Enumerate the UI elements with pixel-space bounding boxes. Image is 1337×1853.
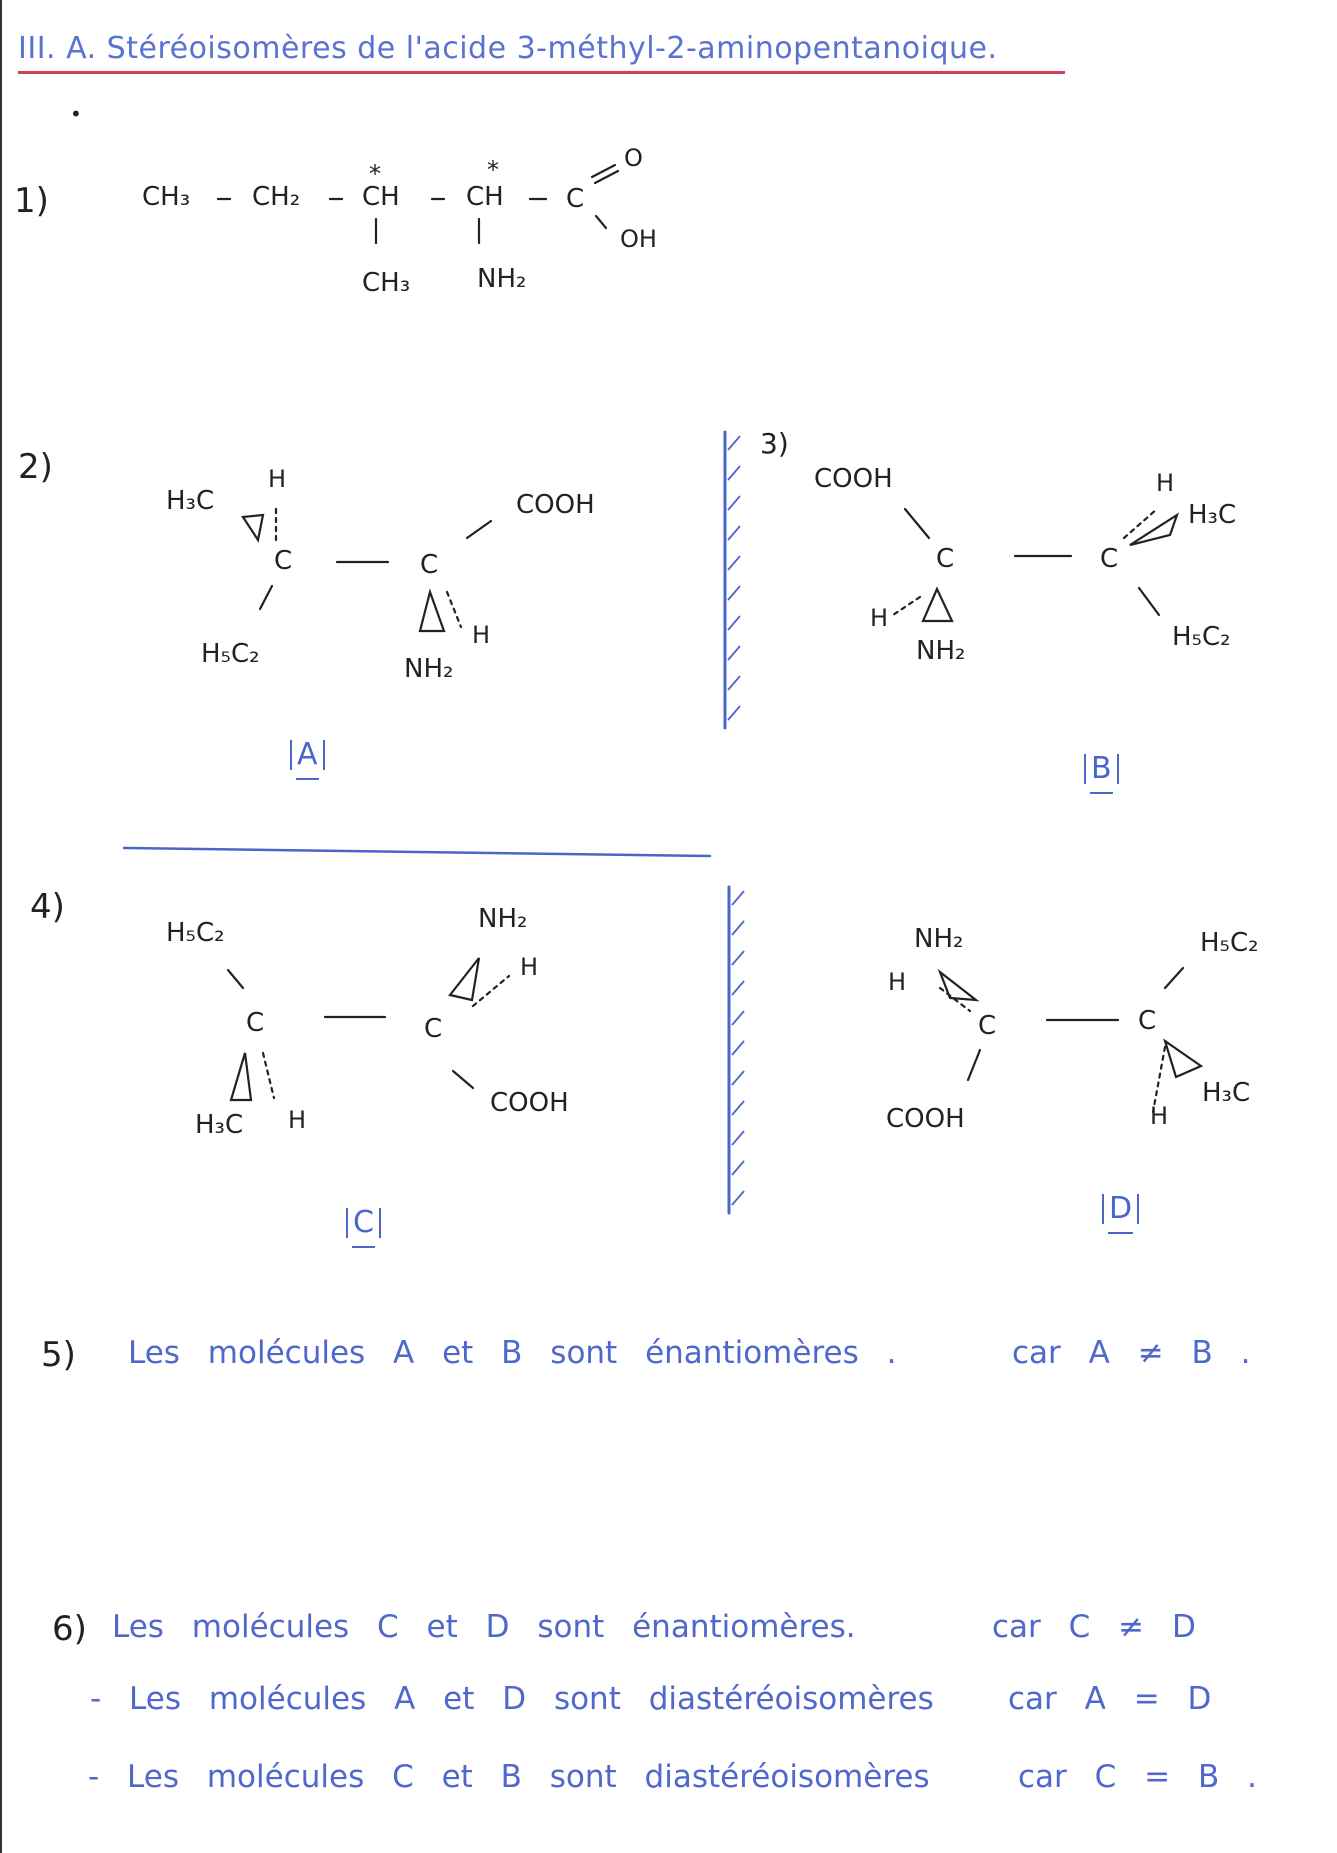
- molecule-label-b: B: [1084, 754, 1119, 794]
- b-cooh: COOH: [814, 464, 893, 494]
- hash-bond: [1151, 1045, 1167, 1114]
- hash-bond: [891, 595, 922, 617]
- wedge: [1129, 512, 1180, 547]
- bond: [903, 507, 931, 540]
- molecule-label-c: C: [346, 1208, 381, 1248]
- q2-number: 2): [18, 447, 53, 487]
- wedge: [921, 586, 954, 623]
- d-nh2: NH₂: [914, 924, 964, 954]
- hash-bond: [1122, 507, 1159, 540]
- b-nh2: NH₂: [916, 636, 966, 666]
- q4-number: 4): [30, 887, 65, 927]
- q6-reason: car C ≠ D: [992, 1609, 1196, 1645]
- bond: [1137, 586, 1161, 617]
- wedge: [448, 957, 481, 1002]
- bond: [451, 1069, 475, 1090]
- hash-bond: [471, 974, 511, 1008]
- group-ch-a: CH: [362, 182, 400, 212]
- q5-reason: car A ≠ B .: [1012, 1335, 1251, 1371]
- chiral-star-a: *: [369, 160, 381, 188]
- q6-reason: car C = B .: [1018, 1759, 1257, 1795]
- b-h3c: H₃C: [1188, 500, 1237, 530]
- b-h: H: [870, 604, 889, 632]
- page-edge: [0, 0, 2, 1853]
- wedge: [1163, 1038, 1204, 1079]
- a-h: H: [472, 621, 491, 649]
- wedge: [229, 1052, 253, 1102]
- a-h5c2: H₅C₂: [201, 639, 260, 669]
- bond: [594, 214, 608, 230]
- a-nh2: NH₂: [404, 654, 454, 684]
- molecule-label-d: D: [1102, 1194, 1140, 1234]
- separator-line: [122, 846, 712, 858]
- group-oh: OH: [620, 225, 657, 253]
- q6-answer-line: - Les molécules C et B sont diastéréoiso…: [88, 1759, 930, 1795]
- double-bond: [593, 169, 620, 185]
- group-ch3-sub: CH₃: [362, 268, 411, 298]
- bond: [465, 519, 493, 540]
- b-c1: C: [936, 544, 955, 574]
- group-c: C: [566, 184, 585, 214]
- b-h-top: H: [1156, 469, 1175, 497]
- d-cooh: COOH: [886, 1104, 965, 1134]
- q5-number: 5): [41, 1335, 76, 1375]
- d-h3c: H₃C: [1202, 1078, 1251, 1108]
- group-ch2: CH₂: [252, 182, 301, 212]
- group-o: O: [624, 144, 643, 172]
- mirror-hatching: [727, 435, 745, 1206]
- d-h5c2: H₅C₂: [1200, 928, 1259, 958]
- a-h-top: H: [268, 465, 287, 493]
- group-ch3: CH₃: [142, 182, 191, 212]
- d-h-left: H: [888, 968, 907, 996]
- q6-reason: car A = D: [1008, 1681, 1212, 1717]
- d-c1: C: [978, 1011, 997, 1041]
- hash-bond: [938, 986, 972, 1013]
- wedge: [241, 513, 265, 543]
- double-bond: [590, 163, 617, 179]
- q3-number: 3): [760, 427, 789, 460]
- b-h5c2: H₅C₂: [1172, 622, 1231, 652]
- b-c2: C: [1100, 544, 1119, 574]
- title-underline: [18, 71, 1065, 74]
- wedge: [418, 588, 446, 633]
- c-h-top: H: [520, 953, 539, 981]
- bond: [258, 584, 274, 611]
- a-cooh: COOH: [516, 490, 595, 520]
- molecule-label-a: A: [290, 740, 325, 780]
- chiral-star-b: *: [487, 156, 499, 184]
- bond: [966, 1048, 982, 1082]
- a-c2: C: [420, 550, 439, 580]
- d-c2: C: [1138, 1006, 1157, 1036]
- bullet: •: [70, 102, 82, 126]
- c-h: H: [288, 1106, 307, 1134]
- a-h3c: H₃C: [166, 486, 215, 516]
- c-c1: C: [246, 1008, 265, 1038]
- page-title: III. A. Stéréoisomères de l'acide 3-méth…: [18, 31, 998, 66]
- group-ch-b: CH: [466, 182, 504, 212]
- wedge: [937, 968, 980, 1002]
- q1-number: 1): [14, 181, 49, 221]
- bond: [1163, 966, 1185, 990]
- bond: [226, 968, 245, 990]
- d-h: H: [1150, 1102, 1169, 1130]
- c-h5c2: H₅C₂: [166, 918, 225, 948]
- c-nh2: NH₂: [478, 904, 528, 934]
- group-nh2-sub: NH₂: [477, 264, 527, 294]
- q6-answer-line: Les molécules C et D sont énantiomères.: [112, 1609, 856, 1645]
- a-c1: C: [274, 546, 293, 576]
- q5-answer: Les molécules A et B sont énantiomères .: [128, 1335, 897, 1371]
- c-h3c: H₃C: [195, 1110, 244, 1140]
- q6-number: 6): [52, 1609, 87, 1649]
- hash-bond: [445, 590, 463, 629]
- c-cooh: COOH: [490, 1088, 569, 1118]
- hash-bond: [261, 1051, 276, 1100]
- c-c2: C: [424, 1014, 443, 1044]
- q6-answer-line: - Les molécules A et D sont diastéréoiso…: [90, 1681, 934, 1717]
